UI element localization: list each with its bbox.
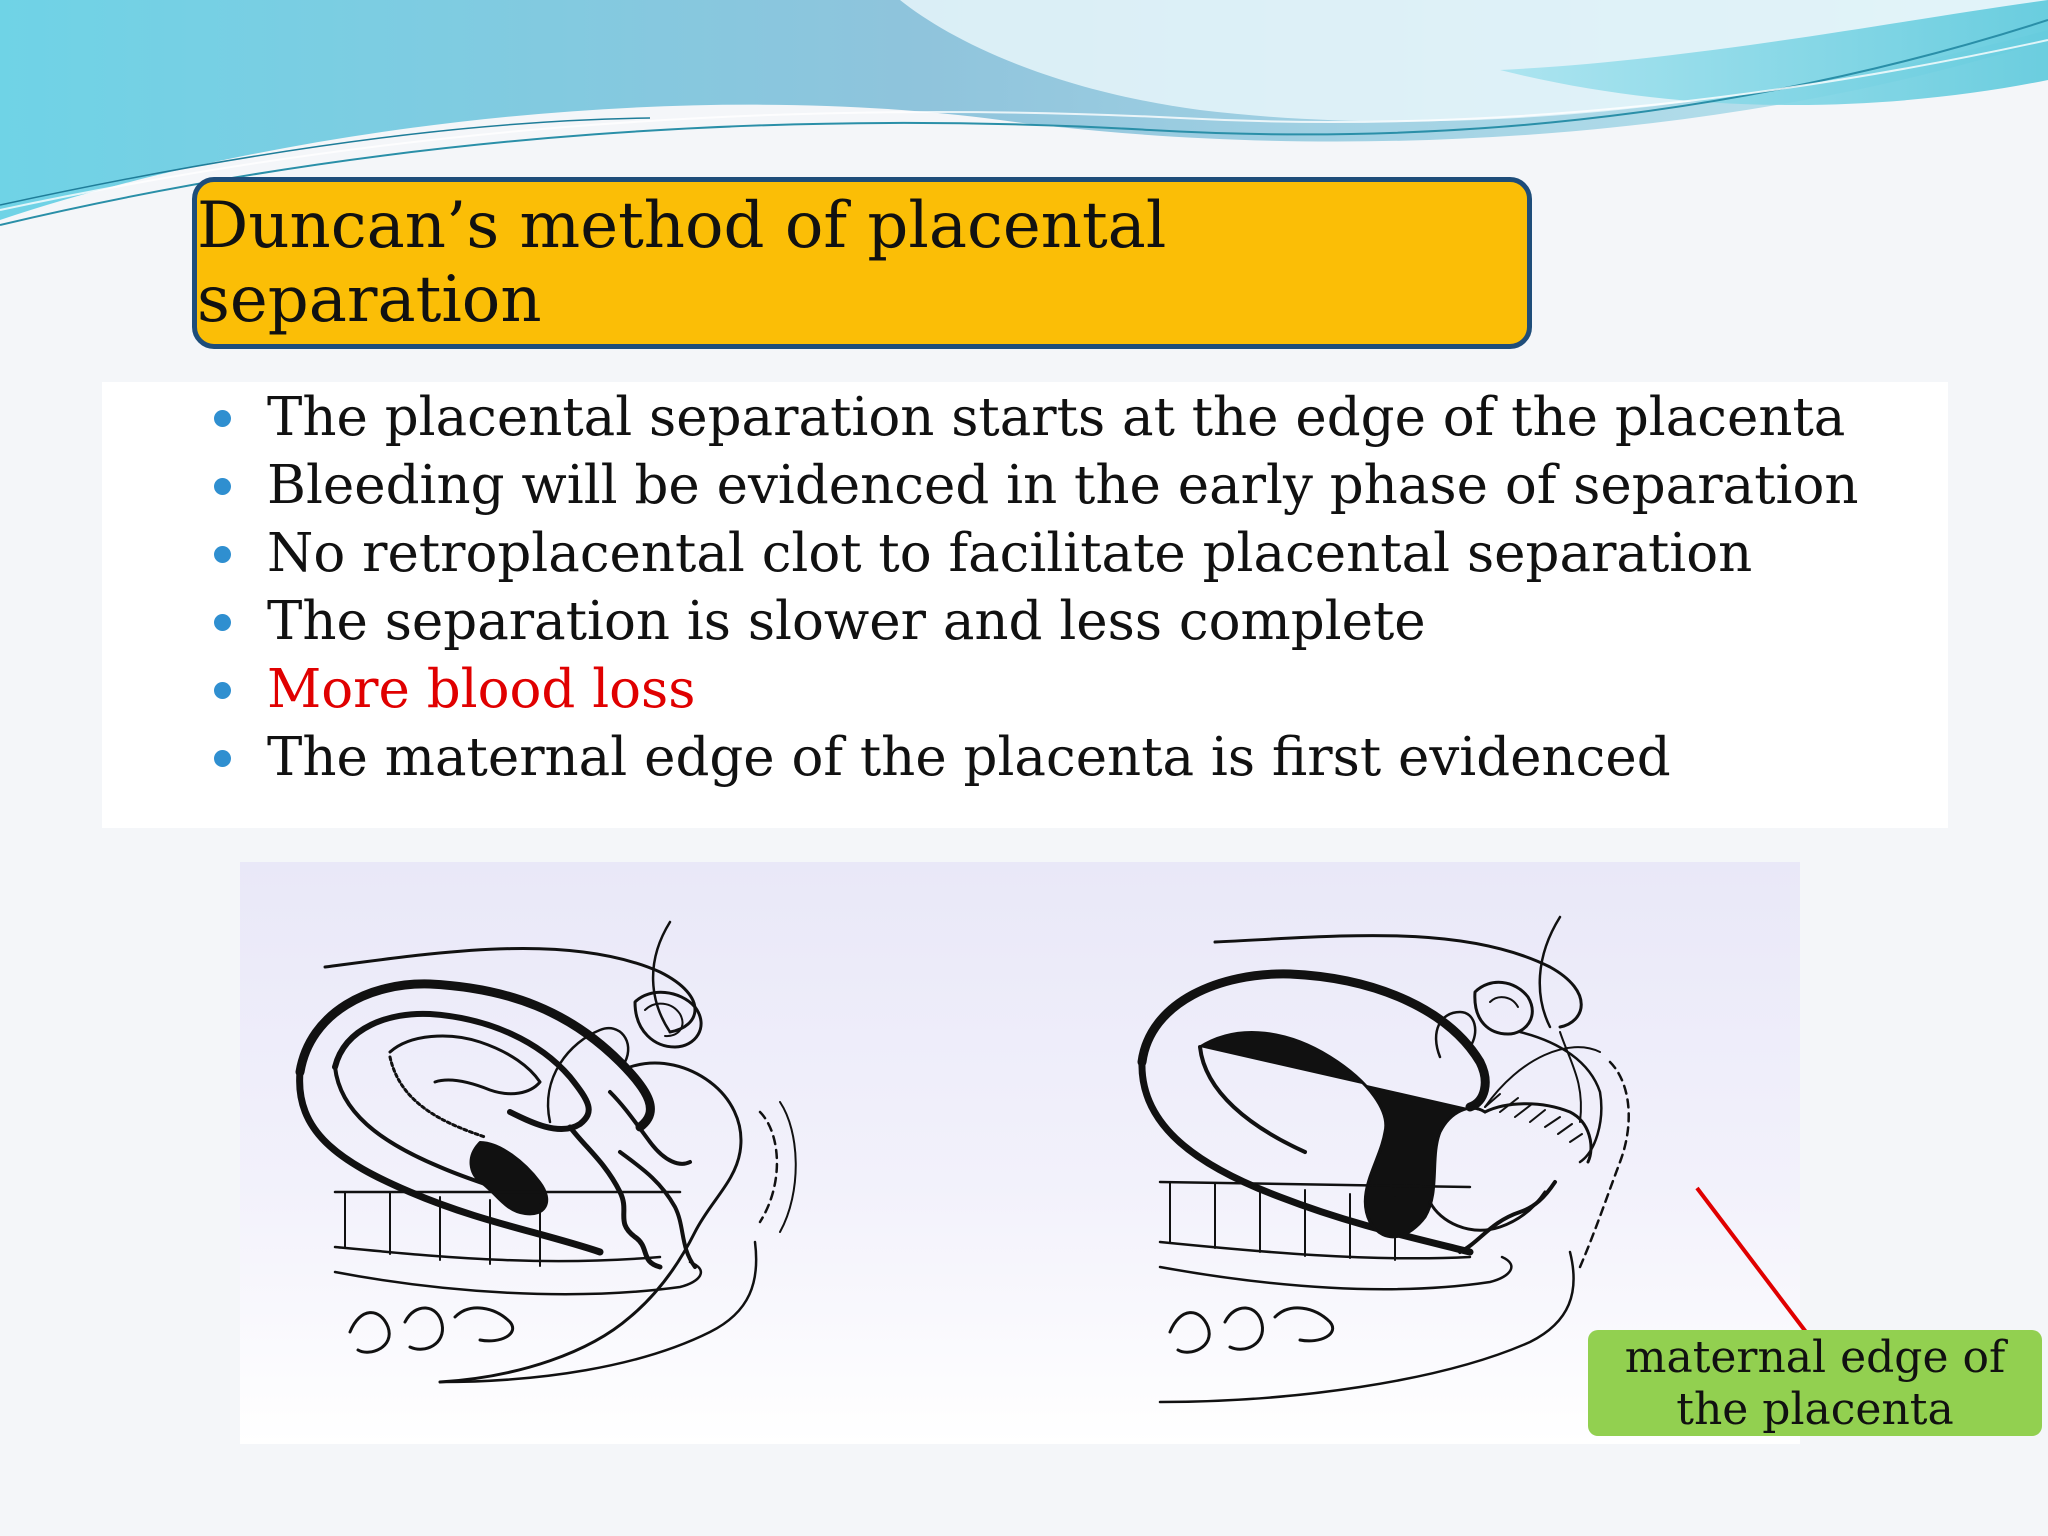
bullet-item: No retroplacental clot to facilitate pla… xyxy=(210,520,1859,588)
callout-line-1: maternal edge of xyxy=(1624,1332,2006,1383)
callout-line-2: the placenta xyxy=(1676,1384,1954,1435)
bullet-icon xyxy=(214,478,231,495)
bullet-icon xyxy=(214,750,231,767)
callout-label: maternal edge of the placenta xyxy=(1588,1330,2042,1436)
decorative-waves xyxy=(0,0,2048,226)
slide-title: Duncan’s method of placental separation xyxy=(197,189,1167,337)
bullet-icon xyxy=(214,546,231,563)
bullet-item-highlight: More blood loss xyxy=(210,656,1859,724)
bullet-item: The maternal edge of the placenta is fir… xyxy=(210,724,1859,792)
bullet-icon xyxy=(214,410,231,427)
bullet-icon xyxy=(214,614,231,631)
bullet-panel xyxy=(102,382,1948,828)
bullet-icon xyxy=(214,682,231,699)
title-box: Duncan’s method of placental separation xyxy=(192,177,1532,349)
bullet-item: The placental separation starts at the e… xyxy=(210,384,1859,452)
illustration-panel xyxy=(240,862,1800,1444)
bullet-item: Bleeding will be evidenced in the early … xyxy=(210,452,1859,520)
uterus-illustration-right xyxy=(1137,915,1630,1404)
bullet-item: The separation is slower and less comple… xyxy=(210,588,1859,656)
bullet-list: The placental separation starts at the e… xyxy=(210,384,1859,792)
uterus-illustration-left xyxy=(295,920,797,1384)
